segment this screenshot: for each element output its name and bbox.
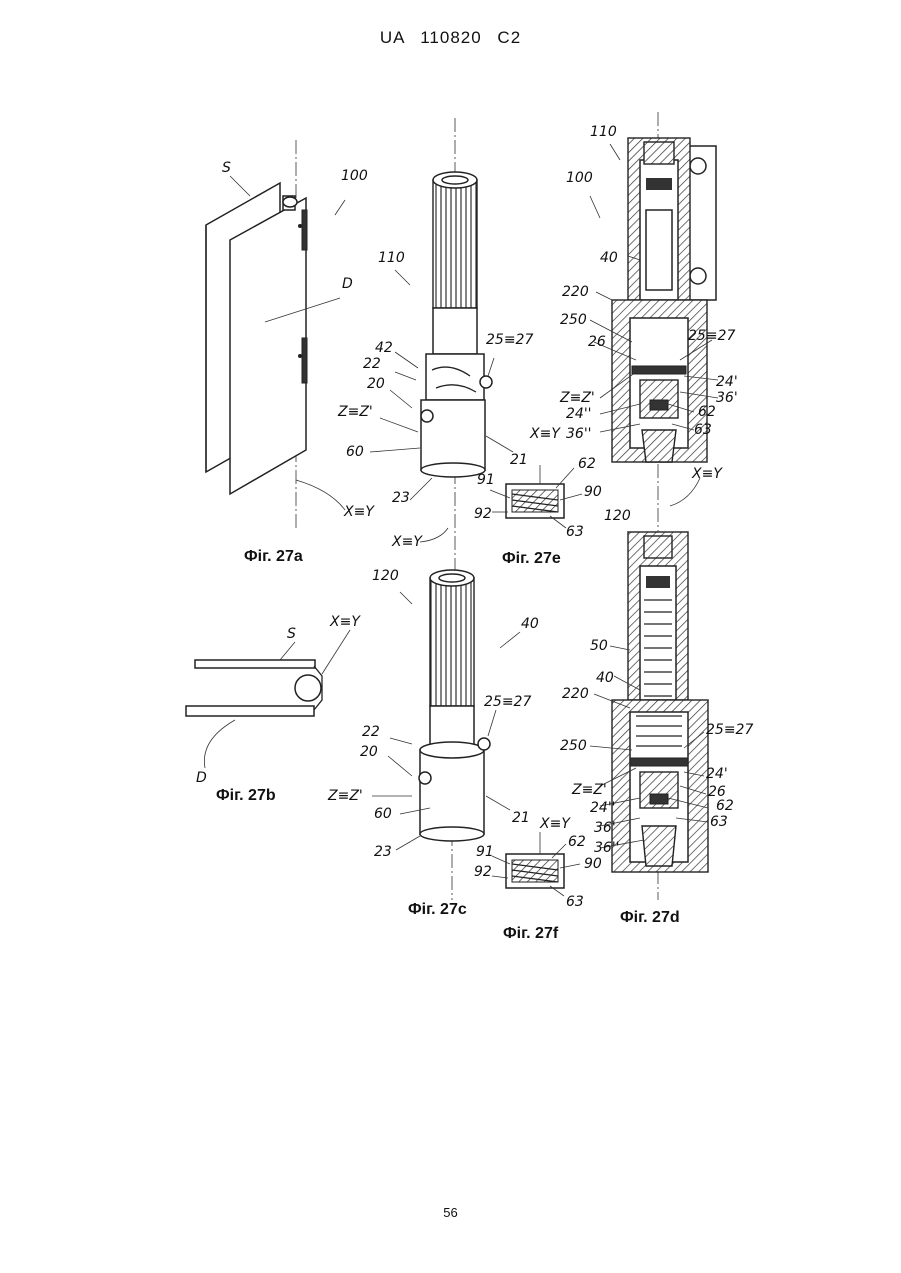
figure-caption: Фіг. 27c (408, 901, 467, 918)
label: X≡Y (391, 534, 423, 550)
hinge-perspective-lower (372, 570, 520, 900)
label: 24'' (590, 800, 616, 816)
label: 26 (588, 334, 606, 350)
label: D (196, 770, 207, 786)
label: 25≡27 (706, 722, 753, 738)
label: 20 (367, 376, 385, 392)
page-number: 56 (0, 1205, 901, 1220)
label: 36' (716, 390, 738, 406)
label: 91 (476, 844, 494, 860)
label: 90 (584, 856, 602, 872)
label: Z≡Z' (337, 404, 373, 420)
label: 22 (362, 724, 380, 740)
label: 36'' (594, 840, 620, 856)
figure-27b (186, 630, 350, 768)
figure-caption: Фіг. 27f (503, 925, 559, 942)
label: 50 (590, 638, 608, 654)
figure-caption: Фіг. 27b (216, 787, 276, 804)
label: S (222, 160, 231, 176)
label: 100 (566, 170, 593, 186)
label: 25≡27 (688, 328, 735, 344)
label: 25≡27 (484, 694, 531, 710)
label: 40 (600, 250, 618, 266)
label: 91 (477, 472, 495, 488)
label: 63 (566, 524, 584, 540)
label: 22 (363, 356, 381, 372)
spring-detail-e (490, 465, 582, 528)
label: 23 (392, 490, 410, 506)
label: 63 (694, 422, 712, 438)
label: S (287, 626, 296, 642)
spring-detail-f (492, 832, 580, 896)
door-panel-d (230, 198, 306, 494)
label: Z≡Z' (327, 788, 363, 804)
label: 60 (374, 806, 392, 822)
label: Z≡Z' (571, 782, 607, 798)
label: X≡Y (329, 614, 361, 630)
label: X≡Y (529, 426, 561, 442)
label: 42 (375, 340, 393, 356)
label: 63 (566, 894, 584, 910)
label: 23 (374, 844, 392, 860)
label: 110 (378, 250, 405, 266)
label: 21 (510, 452, 528, 468)
label: 250 (560, 738, 587, 754)
label: Z≡Z' (559, 390, 595, 406)
figure-caption: Фіг. 27e (502, 550, 561, 567)
label: X≡Y (539, 816, 571, 832)
label: 36'' (566, 426, 592, 442)
label: 24' (706, 766, 728, 782)
label: 250 (560, 312, 587, 328)
label: 92 (474, 864, 492, 880)
label: 62 (716, 798, 734, 814)
label: 220 (562, 686, 589, 702)
label: 100 (341, 168, 368, 184)
label: 25≡27 (486, 332, 533, 348)
label: 120 (372, 568, 399, 584)
label: 40 (521, 616, 539, 632)
label: 62 (698, 404, 716, 420)
label: X≡Y (343, 504, 375, 520)
label: 21 (512, 810, 530, 826)
label: 220 (562, 284, 589, 300)
label: 92 (474, 506, 492, 522)
figure-caption: Фіг. 27a (244, 548, 303, 565)
label: 62 (578, 456, 596, 472)
figure-caption: Фіг. 27d (620, 909, 680, 926)
label: D (342, 276, 353, 292)
label: 40 (596, 670, 614, 686)
label: 63 (710, 814, 728, 830)
label: 36' (594, 820, 616, 836)
label: 24' (716, 374, 738, 390)
label: 110 (590, 124, 617, 140)
label: X≡Y (691, 466, 723, 482)
label: 62 (568, 834, 586, 850)
label: 20 (360, 744, 378, 760)
label: 120 (604, 508, 631, 524)
label: 90 (584, 484, 602, 500)
label: 60 (346, 444, 364, 460)
label: 24'' (566, 406, 592, 422)
figure-27a (206, 140, 345, 530)
